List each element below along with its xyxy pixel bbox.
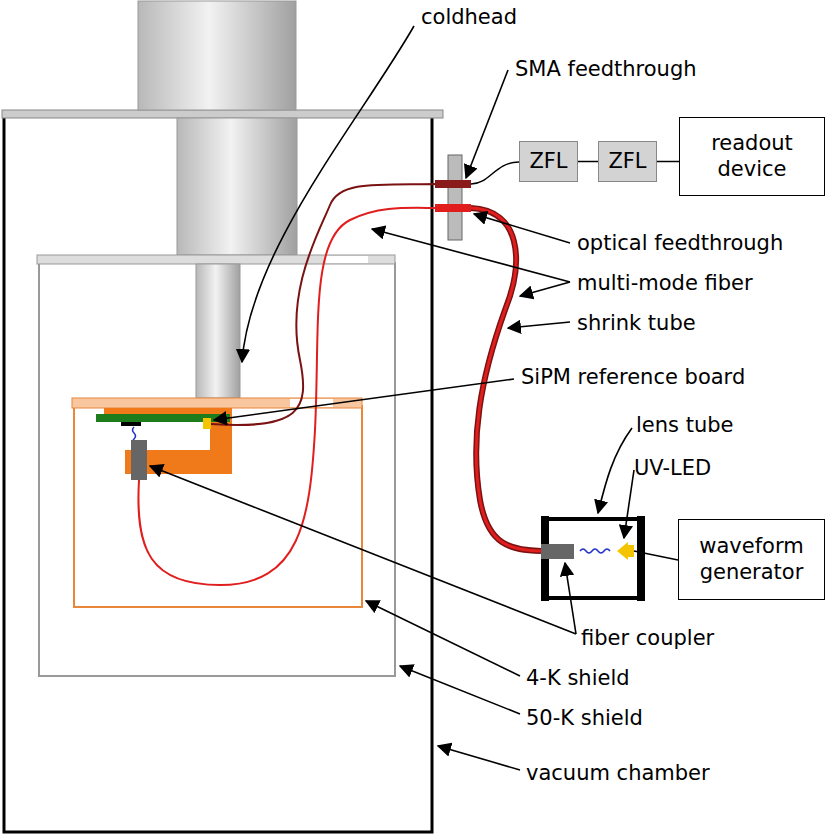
coax-cable bbox=[211, 184, 440, 425]
uv-led-base bbox=[628, 545, 634, 557]
sma-connector bbox=[203, 418, 211, 429]
fiber-coupler bbox=[541, 544, 574, 559]
box-label: ZFL bbox=[529, 149, 567, 174]
fiber-inside bbox=[138, 208, 440, 585]
light-path bbox=[580, 549, 610, 553]
part-label: optical feedthrough bbox=[577, 232, 783, 255]
part-label: multi-mode fiber bbox=[577, 272, 753, 295]
plate-gap bbox=[326, 256, 368, 263]
part-label: UV-LED bbox=[634, 457, 711, 480]
led-wire bbox=[634, 551, 678, 560]
fiber-coupler bbox=[131, 440, 147, 480]
coldhead-motor bbox=[138, 1, 296, 110]
box-label: waveform generator bbox=[685, 534, 818, 584]
box-label: readout device bbox=[686, 131, 818, 181]
leader-lines bbox=[150, 26, 634, 770]
part-label: 4-K shield bbox=[526, 667, 630, 690]
top-plate bbox=[2, 110, 443, 118]
sipm-chip bbox=[121, 422, 141, 426]
50k-shield bbox=[39, 263, 395, 676]
coldhead-stage2 bbox=[196, 264, 240, 398]
part-label: vacuum chamber bbox=[526, 762, 710, 785]
part-label: fiber coupler bbox=[581, 627, 714, 650]
cable bbox=[657, 161, 679, 162]
coldhead-stage1 bbox=[177, 118, 297, 255]
part-label: shrink tube bbox=[577, 312, 696, 335]
part-label: lens tube bbox=[636, 414, 733, 437]
device-box: waveform generator bbox=[678, 519, 825, 600]
optical-feedthrough bbox=[435, 204, 471, 212]
part-label: SiPM reference board bbox=[521, 366, 745, 389]
uv-led bbox=[617, 542, 628, 560]
device-box: readout device bbox=[679, 117, 825, 196]
box-label: ZFL bbox=[608, 149, 646, 174]
feedthrough-flange bbox=[448, 155, 462, 240]
lens-tube-end bbox=[637, 516, 645, 601]
vacuum-chamber bbox=[4, 116, 432, 832]
part-label: SMA feedthrough bbox=[515, 58, 697, 81]
device-box: ZFL bbox=[598, 141, 657, 182]
sma-feedthrough bbox=[435, 180, 471, 188]
4k-shield bbox=[74, 406, 362, 607]
part-label: 50-K shield bbox=[526, 707, 643, 730]
part-label: coldhead bbox=[421, 6, 517, 29]
device-box: ZFL bbox=[519, 141, 578, 182]
plate-gap bbox=[290, 399, 333, 407]
coax-outside bbox=[471, 162, 519, 184]
bracket-top bbox=[104, 408, 210, 414]
cable bbox=[578, 161, 598, 162]
50k-plate bbox=[37, 255, 395, 264]
